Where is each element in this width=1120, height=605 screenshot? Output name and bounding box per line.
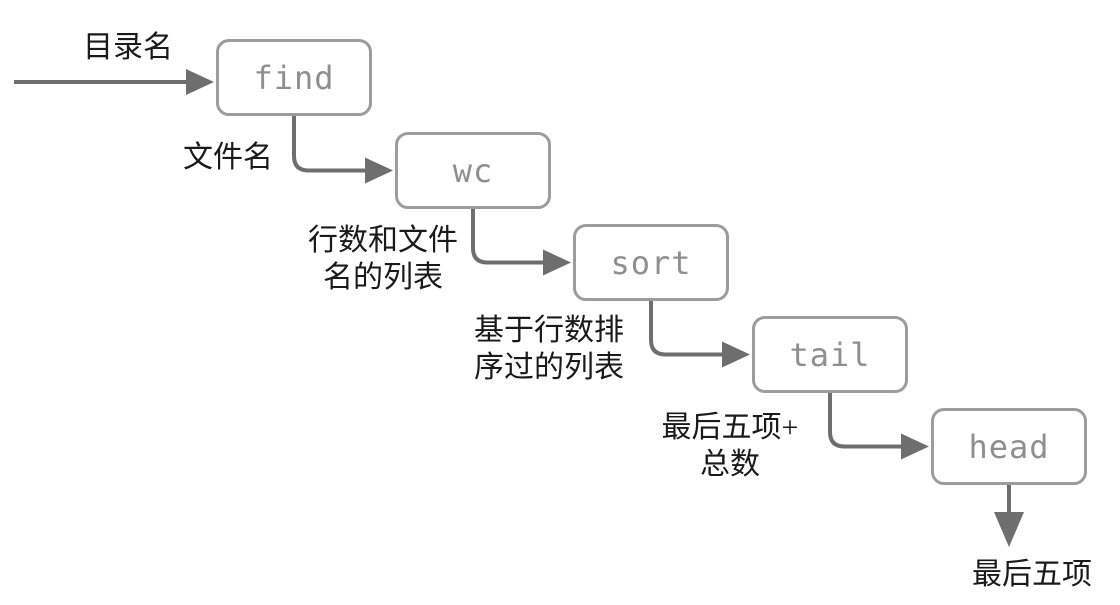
- edge-label-find-to-wc: 文件名: [138, 139, 318, 176]
- arrowhead-head-to-output: [994, 512, 1024, 547]
- edge-label-line: 序过的列表: [474, 351, 624, 384]
- node-find: find: [216, 39, 372, 116]
- node-wc-label: wc: [452, 151, 494, 190]
- edge-label-input: 目录名: [38, 29, 218, 66]
- edge-label-line: 最后五项: [972, 558, 1092, 591]
- edge-label-sort-to-tail: 基于行数排 序过的列表: [459, 312, 639, 386]
- edge-label-line: 行数和文件: [308, 224, 458, 257]
- edge-label-line: 基于行数排: [474, 314, 624, 347]
- arrow-find-to-wc: [292, 116, 367, 173]
- edge-label-tail-to-head: 最后五项+ 总数: [640, 409, 820, 483]
- node-tail-label: tail: [789, 335, 871, 374]
- arrow-tail-to-head: [828, 393, 903, 449]
- arrowhead-wc-to-sort: [543, 249, 571, 276]
- node-sort: sort: [573, 224, 729, 301]
- arrow-sort-to-tail: [649, 301, 724, 357]
- node-wc: wc: [395, 132, 551, 209]
- edge-label-wc-to-sort: 行数和文件 名的列表: [293, 222, 473, 296]
- edge-label-line: 目录名: [83, 31, 173, 64]
- arrow-wc-to-sort: [471, 209, 545, 265]
- arrowhead-input-to-find: [186, 69, 214, 95]
- edge-label-line: 最后五项+: [661, 411, 799, 444]
- edge-label-line: 文件名: [183, 141, 273, 174]
- node-tail: tail: [752, 316, 908, 393]
- arrowhead-find-to-wc: [365, 157, 393, 184]
- arrowhead-sort-to-tail: [722, 341, 750, 368]
- node-find-label: find: [253, 58, 335, 97]
- edge-label-output: 最后五项: [942, 556, 1120, 593]
- edge-label-line: 总数: [700, 448, 760, 481]
- node-head: head: [931, 408, 1087, 485]
- node-head-label: head: [968, 427, 1050, 466]
- edge-label-line: 名的列表: [323, 261, 443, 294]
- node-sort-label: sort: [610, 243, 692, 282]
- arrowhead-tail-to-head: [901, 433, 929, 460]
